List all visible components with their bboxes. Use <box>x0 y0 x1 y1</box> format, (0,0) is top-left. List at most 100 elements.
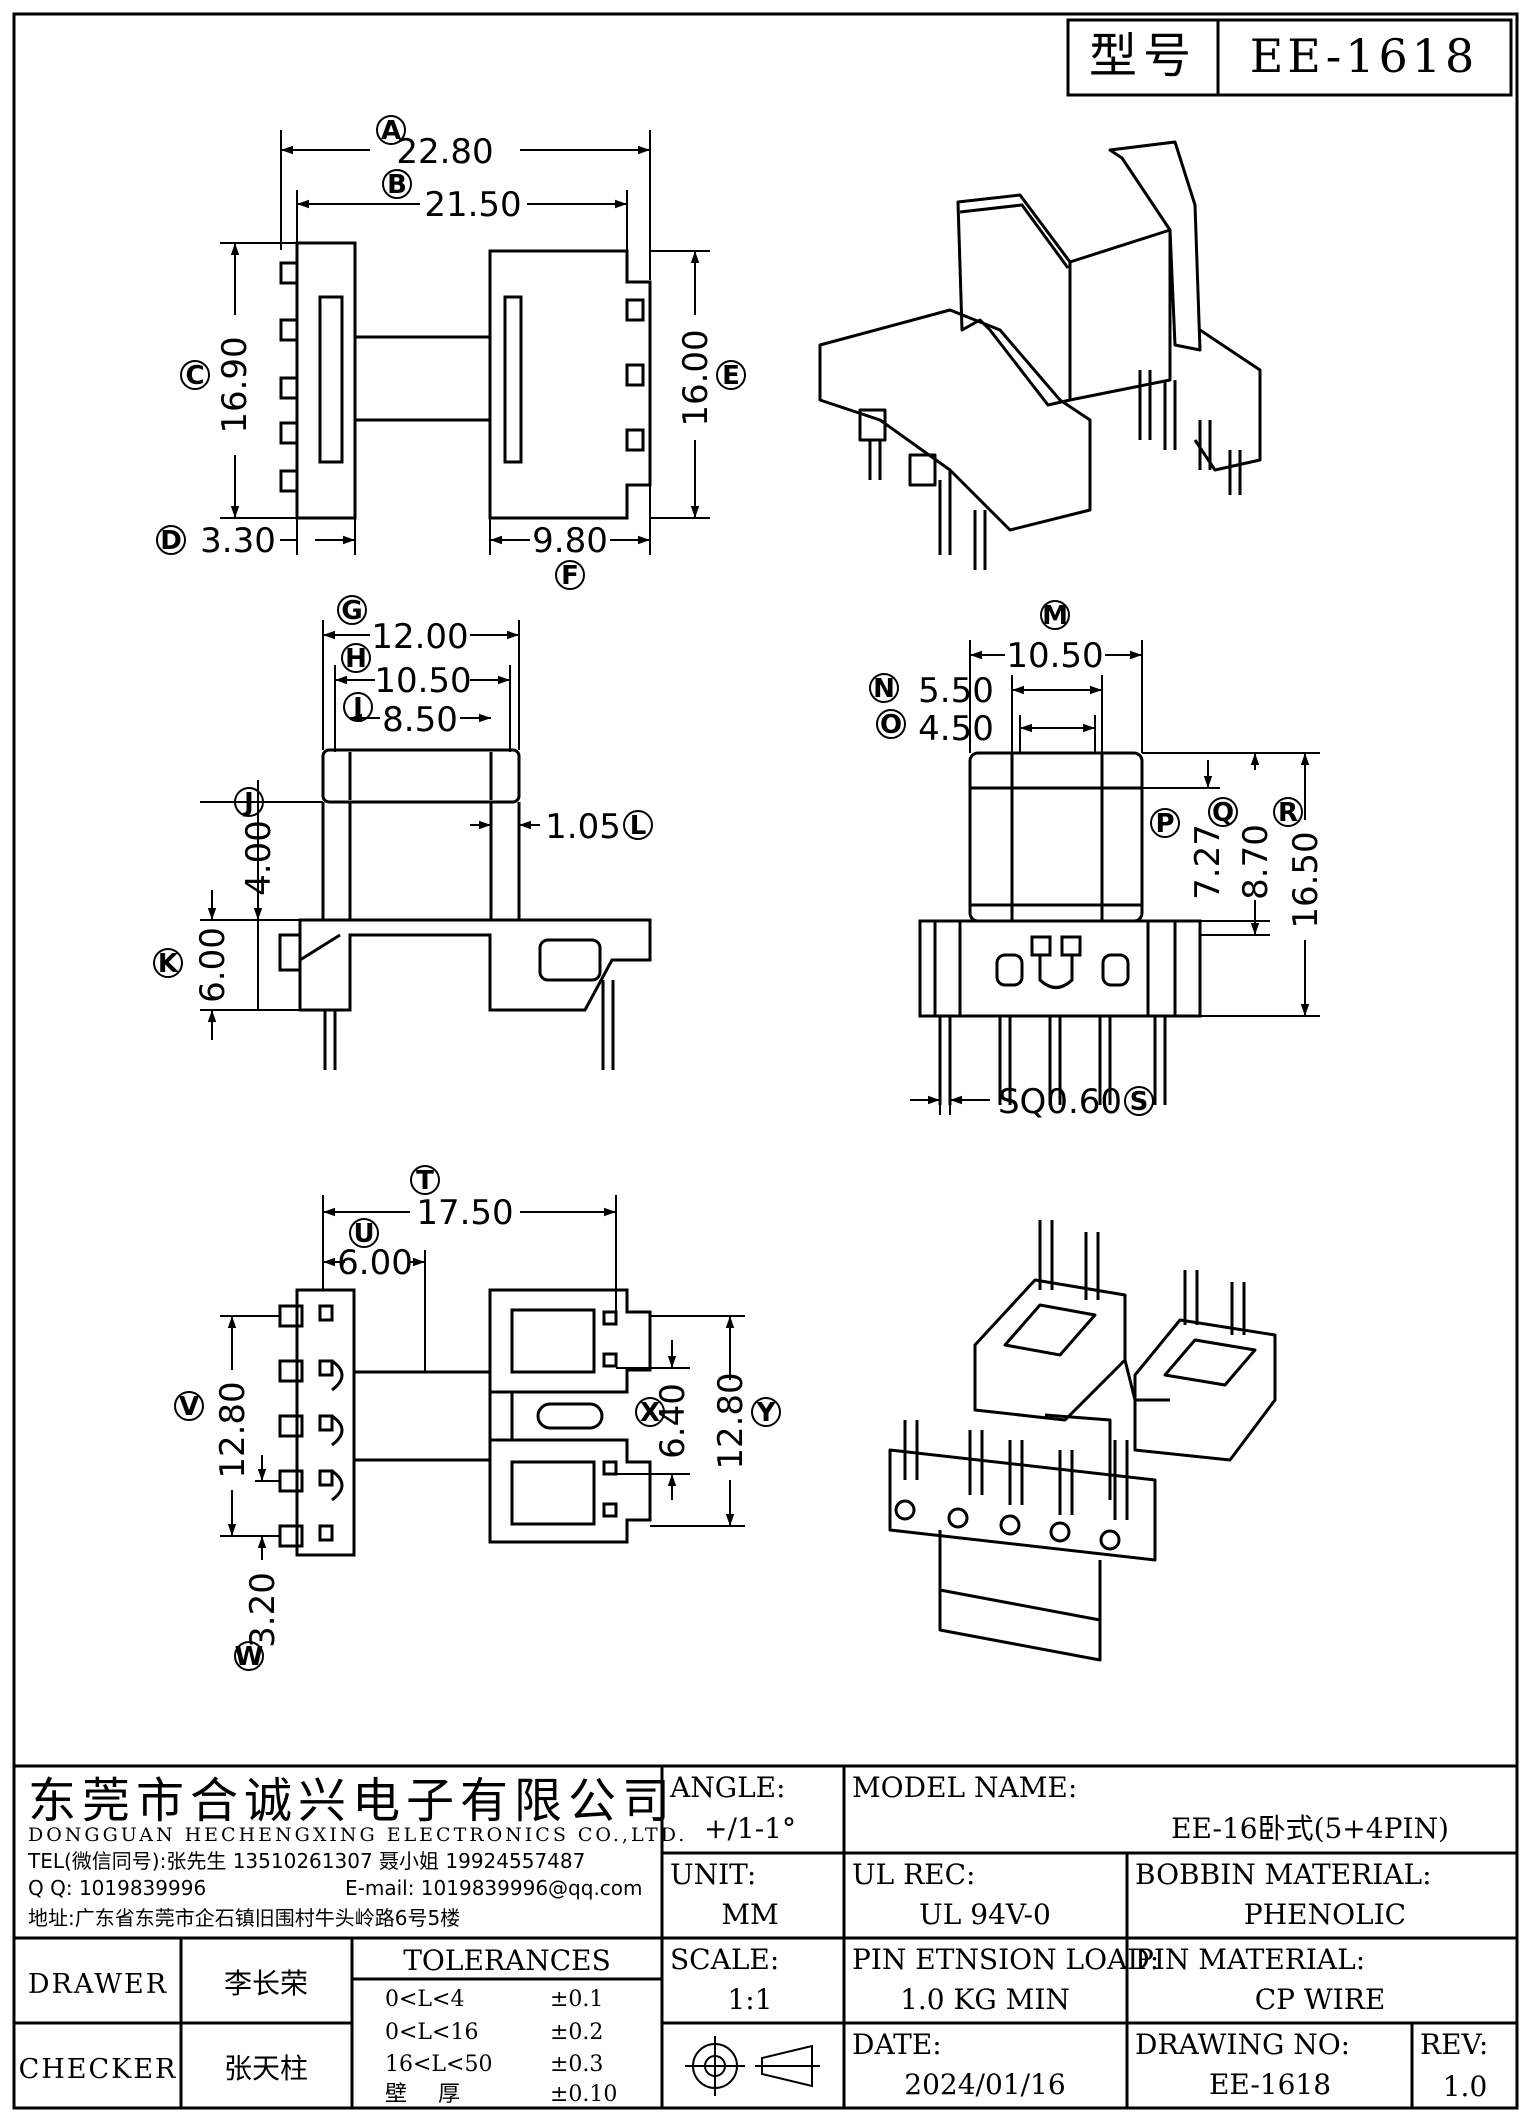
rev-label: REV: <box>1420 2028 1488 2061</box>
tolerance-value-2: ±0.2 <box>550 2020 603 2045</box>
letter-p: P <box>1155 809 1174 839</box>
letter-f: F <box>561 561 579 591</box>
dimension-letter-labels: A B C D E F G H I J K L M N O P Q R S T … <box>158 116 1298 1672</box>
dim-h-value: 10.50 <box>374 661 471 701</box>
unit-value: MM <box>721 1898 778 1931</box>
bottom-view <box>278 1288 652 1557</box>
header-model-label: 型号 <box>1089 28 1197 84</box>
letter-k: K <box>158 949 179 979</box>
drawing-frame <box>12 12 1519 2110</box>
letter-b: B <box>387 170 407 200</box>
dim-i-value: 8.50 <box>382 700 458 740</box>
date-label: DATE: <box>852 2028 942 2061</box>
company-name-en: DONGGUAN HECHENGXING ELECTRONICS CO.,LTD… <box>28 1824 687 1846</box>
letter-h: H <box>345 644 367 674</box>
dim-k-value: 6.00 <box>193 927 233 1003</box>
rev-value: 1.0 <box>1443 2070 1488 2103</box>
scale-value: 1:1 <box>727 1983 772 2016</box>
letter-m: M <box>1042 601 1068 631</box>
letter-d: D <box>160 526 182 556</box>
unit-label: UNIT: <box>670 1858 756 1891</box>
letter-g: G <box>341 596 362 626</box>
dim-s-value: SQ0.60 <box>998 1082 1122 1122</box>
bobbin-material-label: BOBBIN MATERIAL: <box>1135 1858 1432 1891</box>
isometric-view-bottom <box>888 1220 1277 1662</box>
dim-u-value: 6.00 <box>337 1243 413 1283</box>
dim-g-value: 12.00 <box>371 617 468 657</box>
pin-load-label: PIN ETNSION LOAD: <box>852 1943 1159 1976</box>
tolerance-value-3: ±0.3 <box>550 2052 603 2077</box>
dim-q-value: 8.70 <box>1236 824 1276 900</box>
checker-value: 张天柱 <box>224 2052 308 2085</box>
checker-label: CHECKER <box>19 2054 178 2085</box>
tolerance-value-1: ±0.1 <box>550 1987 603 2012</box>
dim-j-value: 4.00 <box>239 820 279 896</box>
letter-e: E <box>722 361 740 391</box>
tolerance-range-2: 0<L<16 <box>385 2020 478 2045</box>
tolerance-value-4: ±0.10 <box>550 2082 617 2107</box>
company-tel: TEL(微信同号):张先生 13510261307 聂小姐 1992455748… <box>27 1849 585 1873</box>
tolerance-range-3: 16<L<50 <box>385 2052 492 2077</box>
letter-s: S <box>1130 1087 1149 1117</box>
dim-p-value: 7.27 <box>1188 824 1228 900</box>
letter-c: C <box>185 361 204 391</box>
tolerance-range-4: 壁 厚 <box>385 2082 472 2107</box>
dim-c-value: 16.90 <box>215 336 255 433</box>
drawer-value: 李长荣 <box>224 1967 308 2000</box>
isometric-view-top <box>818 140 1262 570</box>
ul-rec-label: UL REC: <box>852 1858 975 1891</box>
front-view <box>279 241 652 520</box>
company-address: 地址:广东省东莞市企石镇旧围村牛头岭路6号5楼 <box>28 1906 460 1930</box>
header-model-value: EE-1618 <box>1250 29 1479 83</box>
letter-r: R <box>1278 798 1298 828</box>
letter-q: Q <box>1212 798 1234 828</box>
letter-t: T <box>416 1166 434 1196</box>
projection-symbol-icon <box>685 2036 820 2096</box>
letter-n: N <box>873 674 895 704</box>
dimension-letter-markers <box>153 115 1303 1671</box>
tolerances-title: TOLERANCES <box>403 1944 611 1977</box>
company-email: E-mail: 1019839996@qq.com <box>345 1876 643 1900</box>
letter-u: U <box>353 1219 374 1249</box>
letter-l: L <box>630 811 647 841</box>
title-block-fields: ANGLE: +/1-1° UNIT: MM SCALE: 1:1 MODEL … <box>19 1771 1489 2107</box>
model-name-label: MODEL NAME: <box>852 1771 1077 1804</box>
dim-t-value: 17.50 <box>416 1193 513 1233</box>
side-view <box>278 748 652 1070</box>
letter-i: I <box>353 693 363 723</box>
letter-w: W <box>235 1642 264 1672</box>
letter-j: J <box>242 788 254 818</box>
tolerance-range-1: 0<L<4 <box>385 1987 464 2012</box>
dim-a-value: 22.80 <box>396 132 493 172</box>
dim-r-value: 16.50 <box>1286 831 1326 928</box>
ul-rec-value: UL 94V-0 <box>919 1898 1051 1931</box>
dim-v-value: 12.80 <box>213 1381 253 1478</box>
drawing-no-label: DRAWING NO: <box>1135 2028 1350 2061</box>
dim-n-value: 5.50 <box>918 671 994 711</box>
end-view <box>918 751 1202 1105</box>
pin-material-value: CP WIRE <box>1255 1983 1386 2016</box>
title-block-grid <box>14 1764 1517 2108</box>
letter-a: A <box>381 116 401 146</box>
dim-l-value: 1.05 <box>545 807 621 847</box>
letter-o: O <box>880 710 902 740</box>
dim-w-value: 3.20 <box>243 1572 283 1648</box>
letter-x: X <box>640 1398 660 1428</box>
pin-material-label: PIN MATERIAL: <box>1135 1943 1365 1976</box>
letter-y: Y <box>756 1398 777 1428</box>
company-qq: Q Q: 1019839996 <box>28 1876 206 1900</box>
dim-e-value: 16.00 <box>676 329 716 426</box>
drawer-label: DRAWER <box>28 1969 168 2000</box>
bobbin-material-value: PHENOLIC <box>1244 1898 1406 1931</box>
dim-d-value: 3.30 <box>200 521 276 561</box>
drawing-no-value: EE-1618 <box>1209 2068 1331 2101</box>
dimension-values: 22.80 21.50 16.90 3.30 16.00 9.80 12.00 … <box>193 132 1326 1648</box>
angle-value: +/1-1° <box>704 1812 796 1845</box>
letter-v: V <box>179 1392 199 1422</box>
company-block: 东莞市合诚兴电子有限公司 DONGGUAN HECHENGXING ELECTR… <box>27 1773 687 1930</box>
dim-m-value: 10.50 <box>1006 636 1103 676</box>
dim-b-value: 21.50 <box>424 185 521 225</box>
scale-label: SCALE: <box>670 1943 779 1976</box>
pin-load-value: 1.0 KG MIN <box>900 1983 1070 2016</box>
